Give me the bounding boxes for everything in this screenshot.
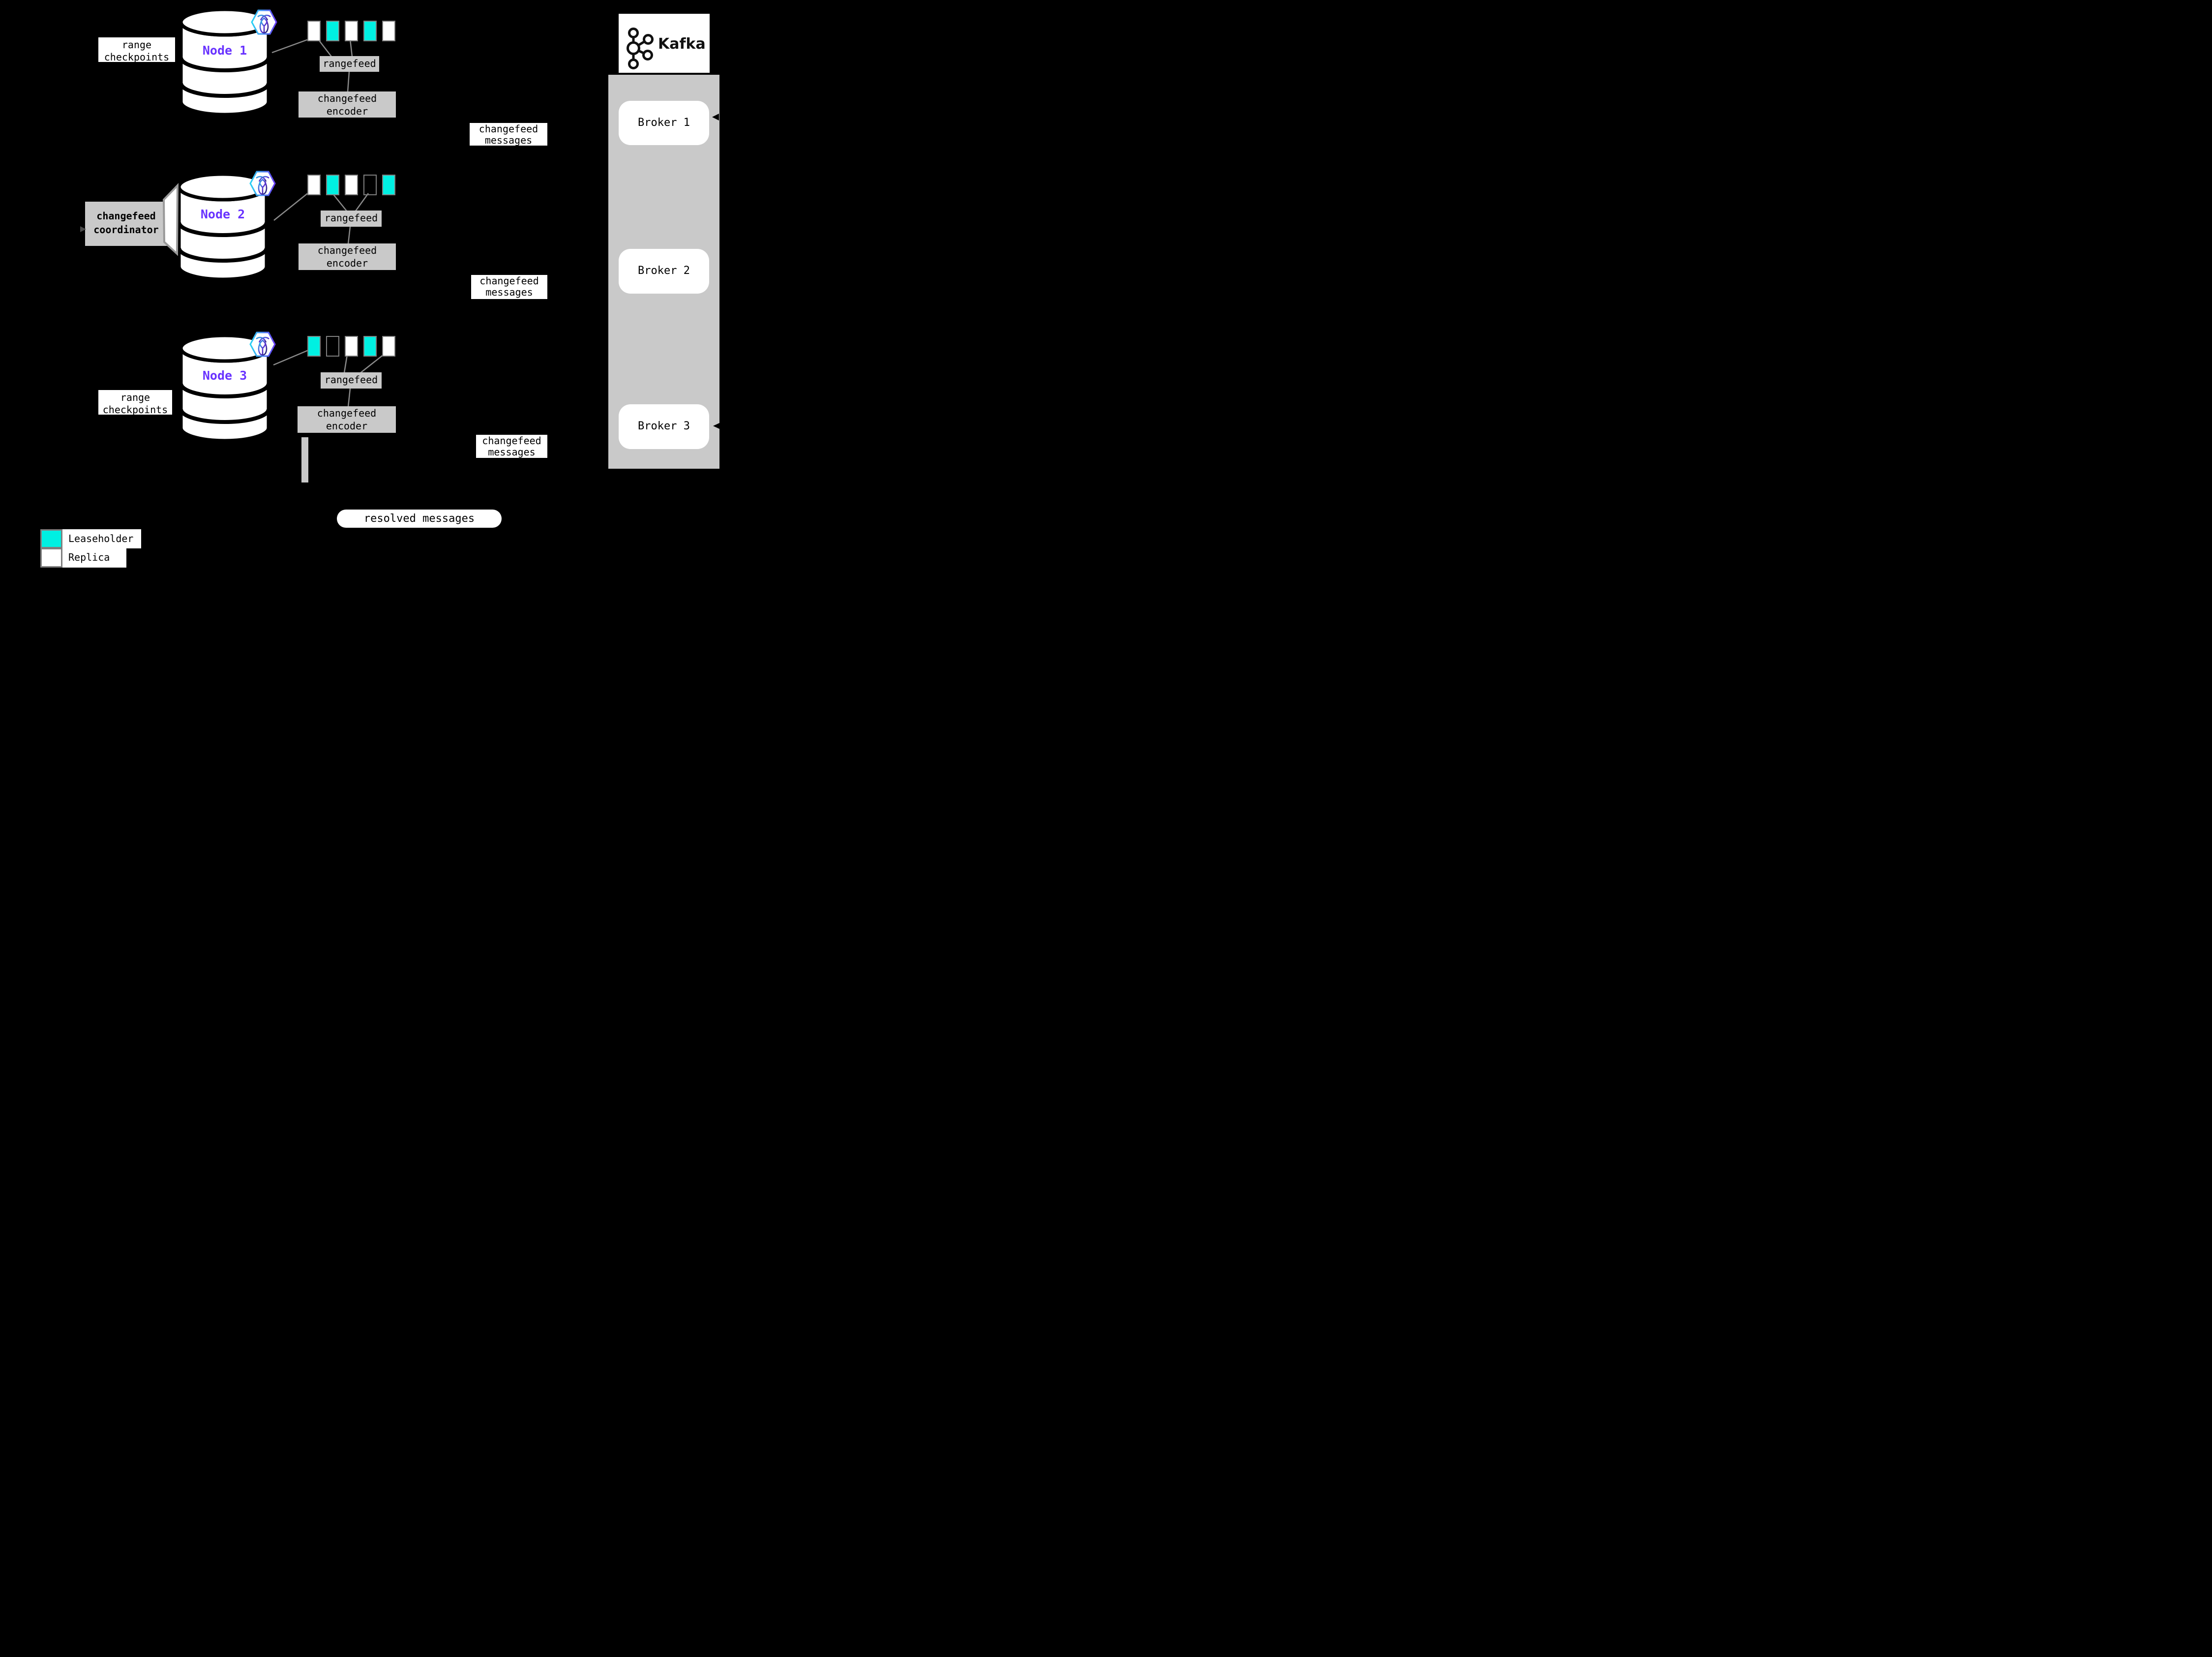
node2-cylinder bbox=[177, 172, 269, 281]
range-square bbox=[345, 336, 358, 357]
legend-leaseholder-label: Leaseholder bbox=[62, 529, 141, 548]
changefeed-coordinator-box: changefeed coordinator bbox=[85, 202, 167, 246]
broker3-arrowhead bbox=[713, 423, 719, 429]
gray-strip-artifact bbox=[301, 437, 308, 482]
connector-line bbox=[271, 38, 309, 54]
checkpoints-line1: range bbox=[121, 39, 152, 51]
coordinator-callout-blade bbox=[162, 183, 179, 256]
checkpoints-line2: checkpoints bbox=[104, 51, 170, 62]
broker-2: Broker 2 bbox=[619, 249, 709, 294]
messages-line1: changefeed bbox=[482, 435, 541, 447]
coordinator-arrowhead bbox=[80, 226, 86, 232]
node1-label: Node 1 bbox=[202, 43, 247, 58]
range-square bbox=[363, 175, 377, 195]
changefeed-encoder-box-node1: changefeed encoder bbox=[299, 91, 396, 118]
encoder-line2: encoder bbox=[326, 105, 368, 117]
messages-line2: messages bbox=[485, 286, 533, 298]
node3-cylinder bbox=[179, 333, 270, 443]
gray-connector-lines bbox=[271, 38, 384, 407]
encoder-line1: changefeed bbox=[317, 92, 377, 104]
messages-line1: changefeed bbox=[479, 275, 539, 287]
checkpoints-line1: range bbox=[120, 392, 150, 403]
range-checkpoints-label-top: range checkpoints bbox=[98, 37, 175, 62]
range-square bbox=[382, 21, 395, 41]
connector-line bbox=[347, 71, 350, 92]
coordinator-line1: changefeed bbox=[96, 210, 156, 222]
range-square bbox=[363, 21, 377, 41]
legend-leaseholder-swatch bbox=[40, 529, 62, 548]
resolved-messages-label: resolved messages bbox=[337, 510, 502, 528]
range-square bbox=[382, 175, 395, 195]
connector-line bbox=[347, 226, 351, 244]
changefeed-encoder-box-node2: changefeed encoder bbox=[299, 243, 396, 270]
encoder-line1: changefeed bbox=[317, 407, 377, 419]
changefeed-encoder-box-node3: changefeed encoder bbox=[298, 406, 396, 433]
connector-line bbox=[318, 39, 332, 57]
broker-1: Broker 1 bbox=[619, 101, 709, 145]
messages-line2: messages bbox=[484, 134, 533, 146]
kafka-icon bbox=[627, 28, 654, 69]
legend-replica-swatch bbox=[40, 548, 62, 568]
range-square bbox=[345, 175, 358, 195]
kafka-broker-container: Broker 1 Broker 2 Broker 3 bbox=[608, 75, 719, 469]
range-checkpoints-label-bottom: range checkpoints bbox=[98, 390, 172, 416]
messages-line2: messages bbox=[488, 446, 536, 458]
connector-line bbox=[347, 388, 351, 407]
connector-line bbox=[360, 354, 384, 373]
cockroachdb-icon bbox=[251, 9, 277, 35]
broker-3: Broker 3 bbox=[619, 404, 709, 449]
changefeed-messages-label-3: changefeed messages bbox=[476, 435, 547, 458]
changefeed-messages-label-1: changefeed messages bbox=[470, 123, 547, 146]
connector-line bbox=[349, 39, 353, 57]
cockroachdb-icon bbox=[249, 331, 276, 357]
legend-replica-label: Replica bbox=[62, 548, 126, 568]
connector-line bbox=[343, 354, 348, 373]
encoder-line1: changefeed bbox=[317, 244, 377, 256]
rangefeed-box-node1: rangefeed bbox=[320, 56, 379, 72]
range-square bbox=[307, 21, 321, 41]
rangefeed-box-node2: rangefeed bbox=[321, 211, 382, 227]
range-square bbox=[382, 336, 395, 357]
kafka-wordmark: Kafka bbox=[658, 35, 706, 53]
node2-label: Node 2 bbox=[200, 207, 245, 221]
range-square bbox=[326, 336, 339, 357]
node3-label: Node 3 bbox=[202, 368, 247, 383]
changefeed-messages-label-2: changefeed messages bbox=[471, 275, 547, 299]
range-square bbox=[363, 336, 377, 357]
node1-cylinder bbox=[179, 7, 270, 117]
changefeed-architecture-diagram: Node 1 Node 2 Node 3 bbox=[0, 0, 771, 577]
coordinator-line2: coordinator bbox=[93, 224, 159, 236]
range-square bbox=[307, 336, 321, 357]
messages-line1: changefeed bbox=[478, 123, 538, 135]
encoder-line2: encoder bbox=[326, 420, 368, 432]
connector-line bbox=[273, 349, 309, 366]
connector-line bbox=[355, 193, 369, 211]
connector-line bbox=[273, 192, 309, 221]
range-square bbox=[307, 175, 321, 195]
cockroachdb-icon bbox=[249, 171, 276, 196]
range-square bbox=[326, 21, 339, 41]
rangefeed-box-node3: rangefeed bbox=[321, 372, 382, 389]
range-square bbox=[326, 175, 339, 195]
broker1-arrowhead bbox=[712, 114, 719, 121]
overlay-shapes-layer bbox=[80, 114, 719, 429]
checkpoints-line2: checkpoints bbox=[102, 404, 168, 416]
range-square bbox=[345, 21, 358, 41]
connector-line bbox=[332, 193, 347, 211]
connector-lines-layer bbox=[271, 38, 384, 407]
encoder-line2: encoder bbox=[326, 257, 368, 269]
